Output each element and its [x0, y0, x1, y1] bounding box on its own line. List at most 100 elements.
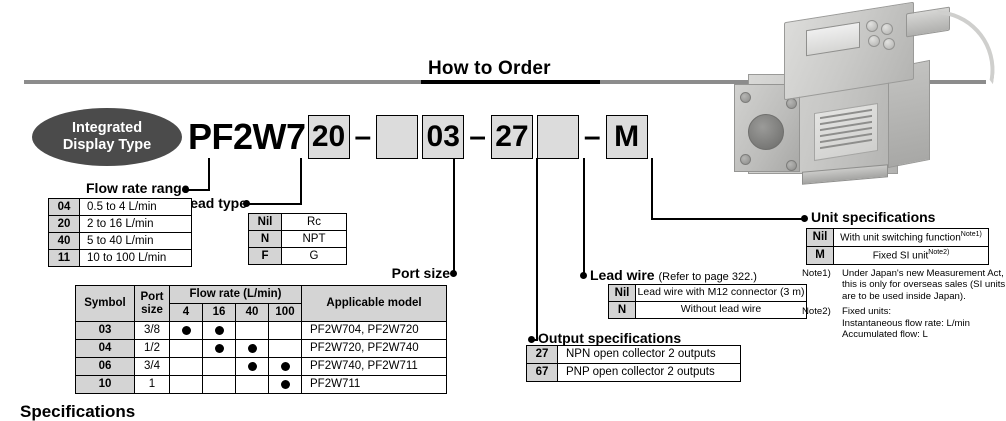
model-box-lead-wire[interactable]: [536, 115, 579, 159]
note-text: Under Japan's new Measurement Act, this …: [842, 268, 1006, 302]
badge-line-1: Integrated: [71, 120, 143, 136]
lead-symbol: N: [608, 301, 636, 319]
unit-note-ref: Note2): [928, 249, 950, 257]
caption-port-size: Port size: [391, 265, 450, 281]
unit-value: Fixed SI unitNote2): [833, 246, 989, 265]
model-box-port-size[interactable]: 03: [422, 115, 465, 159]
model-box-flow-rate-range[interactable]: 20: [307, 115, 350, 159]
caption-output-specifications: Output specifications: [538, 330, 682, 346]
table-row: F G: [248, 247, 347, 265]
leader-dot-thread: [243, 200, 250, 207]
table-row: N NPT: [248, 230, 347, 248]
lead-value: Without lead wire: [635, 301, 807, 319]
port-symbol: 03: [75, 321, 135, 340]
leader-dot-output: [528, 336, 535, 343]
caption-unit-specifications: Unit specifications: [811, 209, 936, 225]
th-symbol: Symbol: [75, 285, 135, 322]
th-flow-40: 40: [235, 303, 269, 322]
table-header-row: Symbol Port size Flow rate (L/min) Appli…: [75, 285, 447, 322]
lead-value: Lead wire with M12 connector (3 m): [635, 284, 807, 302]
table-row: Nil With unit switching functionNote1): [806, 228, 989, 247]
leader-thread-horizontal: [247, 203, 302, 205]
thread-type-table: Nil Rc N NPT F G: [248, 213, 347, 265]
lead-wire-table: Nil Lead wire with M12 connector (3 m) N…: [608, 284, 807, 319]
leader-unit-horizontal: [651, 218, 803, 220]
flow-symbol: 11: [48, 249, 80, 267]
port-size-table: Symbol Port size Flow rate (L/min) Appli…: [75, 285, 447, 394]
model-box-thread-type[interactable]: [376, 115, 419, 159]
flow-value: 0.5 to 4 L/min: [79, 198, 192, 216]
note-row: Note1) Under Japan's new Measurement Act…: [802, 268, 1006, 302]
table-row: N Without lead wire: [608, 301, 807, 319]
port-applicable-model: PF2W711: [301, 375, 447, 394]
model-box-unit-specifications[interactable]: M: [605, 115, 648, 159]
flow-value: 10 to 100 L/min: [79, 249, 192, 267]
flow-symbol: 20: [48, 215, 80, 233]
flow-rate-range-tbody: 04 0.5 to 4 L/min 20 2 to 16 L/min 40 5 …: [48, 198, 192, 267]
caption-lead-wire-note: (Refer to page 322.): [658, 271, 757, 283]
product-photo: [718, 1, 1006, 192]
model-prefix: PF2W7: [188, 116, 306, 157]
output-value: NPN open collector 2 outputs: [557, 345, 741, 364]
unit-value-text: With unit switching function: [840, 232, 961, 244]
th-applicable-model: Applicable model: [301, 285, 447, 322]
table-row: Nil Rc: [248, 213, 347, 231]
unit-value-text: Fixed SI unit: [872, 250, 929, 262]
port-flow-mark-off: [268, 321, 302, 340]
port-flow-mark-on: [268, 375, 302, 394]
note-text-main: Fixed units:: [842, 306, 892, 318]
page-title-wrap: How to Order: [418, 58, 561, 80]
note-text-line: Instantaneous flow rate: L/min: [842, 317, 970, 329]
flow-value: 5 to 40 L/min: [79, 232, 192, 250]
port-size-thead: Symbol Port size Flow rate (L/min) Appli…: [75, 285, 447, 322]
port-flow-mark-on: [268, 357, 302, 376]
output-symbol: 67: [526, 363, 558, 382]
model-dash: –: [583, 120, 601, 153]
port-flow-mark-off: [235, 375, 269, 394]
note-text-line: Accumulated flow: L: [842, 329, 928, 341]
leader-dot-flow-rate: [182, 186, 189, 193]
leader-output-horizontal: [532, 339, 538, 341]
thread-symbol: N: [248, 230, 282, 248]
caption-flow-rate-range: Flow rate range: [86, 180, 190, 196]
model-dash: –: [354, 120, 372, 153]
unit-note-ref: Note1): [960, 231, 982, 239]
flow-symbol: 40: [48, 232, 80, 250]
page-title: How to Order: [428, 58, 551, 79]
bolt-icon: [786, 160, 797, 171]
sensor-nameplate: [814, 102, 878, 162]
note-text: Fixed units: Instantaneous flow rate: L/…: [842, 306, 1006, 340]
th-flow-100: 100: [268, 303, 302, 322]
leader-dot-port-size: [450, 270, 457, 277]
lead-wire-tbody: Nil Lead wire with M12 connector (3 m) N…: [608, 284, 807, 319]
port-applicable-model: PF2W740, PF2W711: [301, 357, 447, 376]
sensor-button-icon: [866, 20, 878, 32]
leader-dot-lead-wire: [580, 272, 587, 279]
thread-value: G: [281, 247, 347, 265]
sensor-button-icon: [883, 38, 895, 50]
lead-symbol: Nil: [608, 284, 636, 302]
port-flow-mark-off: [202, 357, 236, 376]
leader-dot-unit: [801, 215, 808, 222]
port-flow-mark-off: [169, 339, 203, 358]
sensor-button-icon: [868, 35, 880, 47]
unit-symbol: M: [806, 246, 834, 265]
leader-output-vertical-upper: [536, 158, 538, 340]
leader-flow-rate-horizontal: [186, 189, 210, 191]
unit-specifications-notes: Note1) Under Japan's new Measurement Act…: [802, 268, 1006, 344]
bolt-icon: [740, 92, 751, 103]
table-row: 11 10 to 100 L/min: [48, 249, 192, 267]
thread-value: NPT: [281, 230, 347, 248]
table-row: 27 NPN open collector 2 outputs: [526, 345, 741, 364]
leader-unit-vertical: [651, 158, 653, 220]
port-flow-mark-off: [202, 375, 236, 394]
port-size-value: 3/4: [134, 357, 170, 376]
table-row: 04 0.5 to 4 L/min: [48, 198, 192, 216]
table-row: 67 PNP open collector 2 outputs: [526, 363, 741, 382]
model-box-output-specifications[interactable]: 27: [490, 115, 533, 159]
port-size-value: 1/2: [134, 339, 170, 358]
note-row: Note2) Fixed units: Instantaneous flow r…: [802, 306, 1006, 340]
caption-lead-wire: Lead wire (Refer to page 322.): [590, 267, 757, 285]
